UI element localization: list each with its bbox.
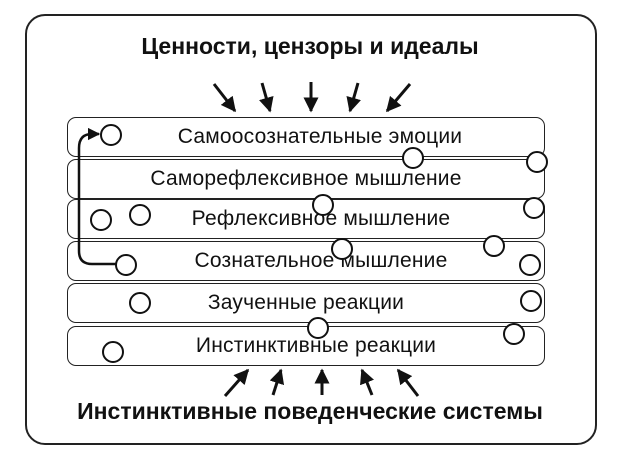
bottom-arrows	[223, 368, 420, 397]
arrow-up-2	[269, 368, 285, 396]
arrow-up-4	[360, 368, 374, 396]
circle-marker	[90, 209, 112, 231]
layer-self-reflexive-thinking: Саморефлексивное мышление	[67, 159, 545, 199]
circle-marker	[520, 290, 542, 312]
layer-label: Саморефлексивное мышление	[150, 167, 462, 190]
layer-label: Рефлексивное мышление	[191, 207, 451, 230]
circle-marker	[115, 254, 137, 276]
circle-marker	[129, 204, 151, 226]
feedback-loop-arrow	[77, 127, 124, 266]
circle-marker	[526, 151, 548, 173]
arrow-up-1	[223, 368, 250, 397]
circle-marker	[312, 194, 334, 216]
layer-label: Сознательное мышление	[194, 249, 448, 272]
layer-self-conscious-emotions: Самоосознательные эмоции	[67, 117, 545, 157]
circle-marker	[519, 254, 541, 276]
circle-marker	[102, 341, 124, 363]
circle-marker	[129, 292, 151, 314]
layer-label: Заученные реакции	[207, 291, 405, 314]
arrow-down-1	[212, 83, 237, 113]
circle-marker	[483, 235, 505, 257]
circle-marker	[503, 323, 525, 345]
arrow-up-5	[396, 368, 420, 397]
bottom-title: Инстинктивные поведенческие системы	[77, 398, 543, 424]
arrow-down-5	[385, 83, 412, 113]
circle-marker	[523, 197, 545, 219]
outer-frame	[25, 14, 597, 445]
arrow-down-4	[346, 82, 361, 113]
layer-label: Самоосознательные эмоции	[177, 125, 463, 148]
circle-marker	[402, 147, 424, 169]
circle-marker	[331, 238, 353, 260]
top-title: Ценности, цензоры и идеалы	[141, 33, 479, 59]
circle-markers	[90, 124, 548, 363]
layer-conscious-thinking: Сознательное мышление	[67, 241, 545, 281]
layer-label: Инстинктивные реакции	[195, 334, 437, 357]
layer-instinctive-reactions: Инстинктивные реакции	[67, 326, 545, 366]
circle-marker	[307, 317, 329, 339]
circle-marker	[100, 124, 122, 146]
top-arrows	[212, 82, 412, 113]
arrow-down-2	[259, 82, 274, 113]
